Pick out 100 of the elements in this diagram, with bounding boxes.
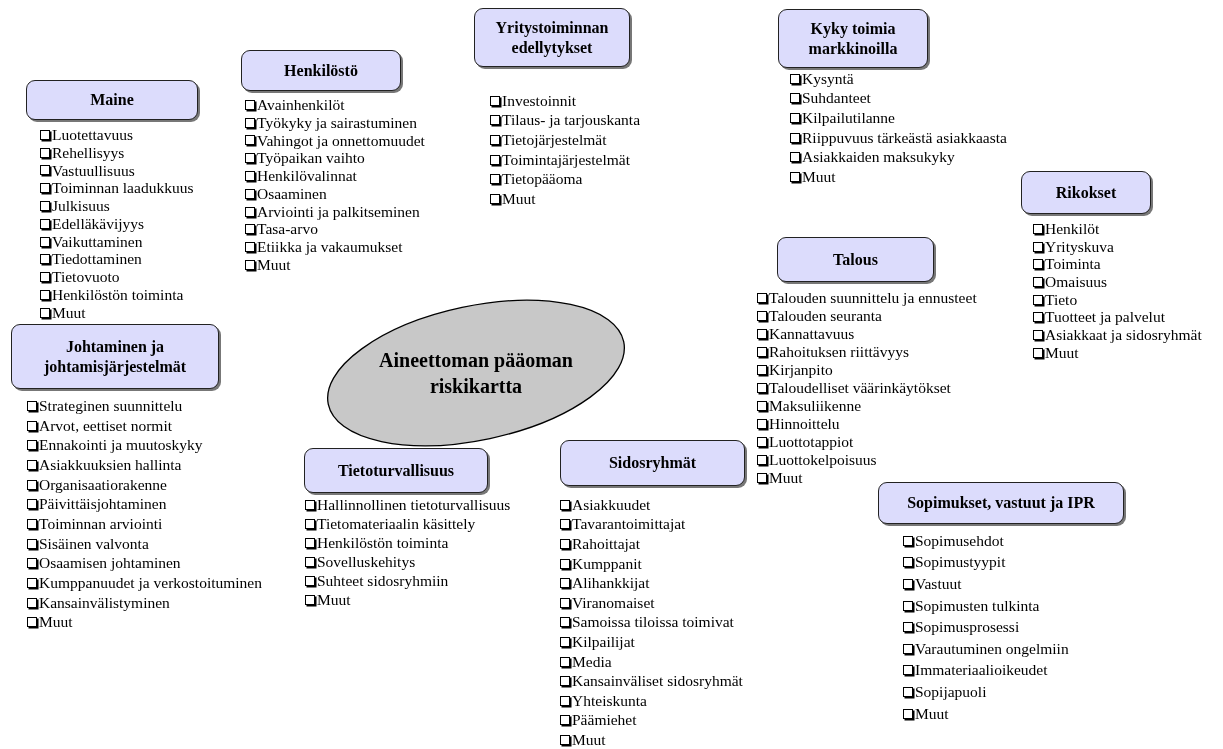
title-text: Aineettoman pääoman riskikartta [378,348,574,399]
list-item: Julkisuus [52,197,110,216]
list-item: Avainhenkilöt [257,95,345,114]
list-item: Hallinnollinen tietoturvallisuus [317,495,511,514]
list-item: Vastuullisuus [52,161,135,180]
list-item: Rahoituksen riittävyys [769,343,909,361]
list-item: Vahingot ja onnettomuudet [257,131,425,150]
category-box: Sidosryhmät [560,440,745,486]
list-item: Hinnoittelu [769,415,840,433]
list-item: Osaamisen johtaminen [39,554,181,573]
list-item: Muut [802,167,836,186]
list-item: Riippuvuus tärkeästä asiakkaasta [802,128,1007,147]
category-box: Talous [777,237,934,282]
list-item: Tiedottaminen [52,250,142,269]
list-item: Asiakkaat ja sidosryhmät [1045,325,1202,344]
list-item: Taloudelliset väärinkäytökset [769,379,951,397]
list-item: Maksuliikenne [769,397,862,415]
list-item: Muut [915,704,949,723]
list-item: Suhteet sidosryhmiin [317,571,449,590]
list-item: Edelläkävijyys [52,214,145,233]
list-item: Sisäinen valvonta [39,534,149,553]
list-item: Asiakkuuksien hallinta [39,455,182,474]
list-item: Tilaus- ja tarjouskanta [502,111,641,130]
list-item: Toimintajärjestelmät [502,150,631,169]
list-item: Toiminnan laadukkuus [52,179,194,198]
list-item: Strateginen suunnittelu [39,396,183,415]
list-item: Suhdanteet [802,89,871,108]
list-item: Kannattavuus [769,325,855,343]
list-item: Omaisuus [1045,272,1107,291]
list-item: Sovelluskehitys [317,552,416,571]
list-item: Yrityskuva [1045,237,1114,256]
list-item: Muut [1045,343,1079,362]
list-item: Tietojärjestelmät [502,131,607,149]
list-item: Vaikuttaminen [52,232,143,251]
list-item: Henkilöstön toiminta [317,533,449,552]
category-box: Yritystoiminnan edellytykset [474,8,630,67]
list-item: Media [572,652,612,671]
list-item: Kirjanpito [769,361,833,379]
list-item: Henkilöt [1045,219,1100,238]
list-item: Varautuminen ongelmiin [915,639,1069,658]
list-item: Tietovuoto [52,268,120,287]
list-item: Asiakkuudet [572,495,651,514]
list-item: Kysyntä [802,69,854,88]
list-item: Tuotteet ja palvelut [1045,308,1165,327]
list-item: Muut [39,613,73,632]
list-item: Investoinnit [502,91,577,110]
list-item: Muut [257,256,291,275]
list-item: Kumppanuudet ja verkostoituminen [39,574,262,593]
list-item: Luottotappiot [769,433,854,451]
list-item: Talouden seuranta [769,307,882,325]
list-item: Sopimusprosessi [915,618,1020,637]
list-item: Luotettavuus [52,125,133,144]
list-item: Kansainväliset sidosryhmät [572,672,743,691]
list-item: Muut [502,189,536,208]
category-box: Tietoturvallisuus [304,448,488,493]
list-item: Yhteiskunta [572,691,647,710]
list-item: Arvot, eettiset normit [39,416,172,435]
list-item: Henkilövalinnat [257,167,357,186]
category-box: Henkilöstö [241,50,401,91]
list-item: Toiminnan arviointi [39,514,163,533]
category-box: Sopimukset, vastuut ja IPR [878,482,1124,524]
category-box: Kyky toimia markkinoilla [778,9,928,68]
list-item: Immateriaalioikeudet [915,661,1048,680]
list-item: Päivittäisjohtaminen [39,495,167,514]
list-item: Muut [572,730,606,749]
list-item: Muut [769,469,803,487]
list-item: Vastuut [915,575,962,593]
category-box: Rikokset [1021,171,1151,214]
list-item: Etiikka ja vakaumukset [257,238,403,257]
list-item: Henkilöstön toiminta [52,286,184,305]
list-item: Sopimusten tulkinta [915,596,1040,615]
list-item: Tasa-arvo [257,220,318,239]
list-item: Organisaatiorakenne [39,475,167,494]
list-item: Rehellisyys [52,143,125,162]
list-item: Tietomateriaalin käsittely [317,514,476,533]
list-item: Osaaminen [257,184,327,203]
list-item: Toiminta [1045,255,1101,274]
list-item: Asiakkaiden maksukyky [802,148,955,167]
list-item: Arviointi ja palkitseminen [257,202,420,221]
list-item: Sopimustyypit [915,553,1006,572]
list-item: Tavarantoimittajat [572,515,686,534]
list-item: Kilpailutilanne [802,109,895,127]
list-item: Sopimusehdot [915,531,1004,550]
category-box: Johtaminen ja johtamisjärjestelmät [11,324,219,389]
list-item: Talouden suunnittelu ja ennusteet [769,289,977,307]
list-item: Työpaikan vaihto [257,149,365,168]
list-item: Samoissa tiloissa toimivat [572,613,734,632]
list-item: Luottokelpoisuus [769,451,877,469]
category-box: Maine [26,80,198,120]
list-item: Päämiehet [572,711,637,730]
list-item: Muut [317,590,351,609]
list-item: Sopijapuoli [915,682,987,701]
list-item: Ennakointi ja muutoskyky [39,436,203,455]
list-item: Tieto [1045,290,1078,309]
list-item: Alihankkijat [572,574,650,593]
list-item: Kilpailijat [572,632,635,651]
list-item: Työkyky ja sairastuminen [257,113,417,132]
list-item: Tietopääoma [502,170,583,189]
list-item: Viranomaiset [572,593,655,612]
list-item: Kumppanit [572,554,642,573]
